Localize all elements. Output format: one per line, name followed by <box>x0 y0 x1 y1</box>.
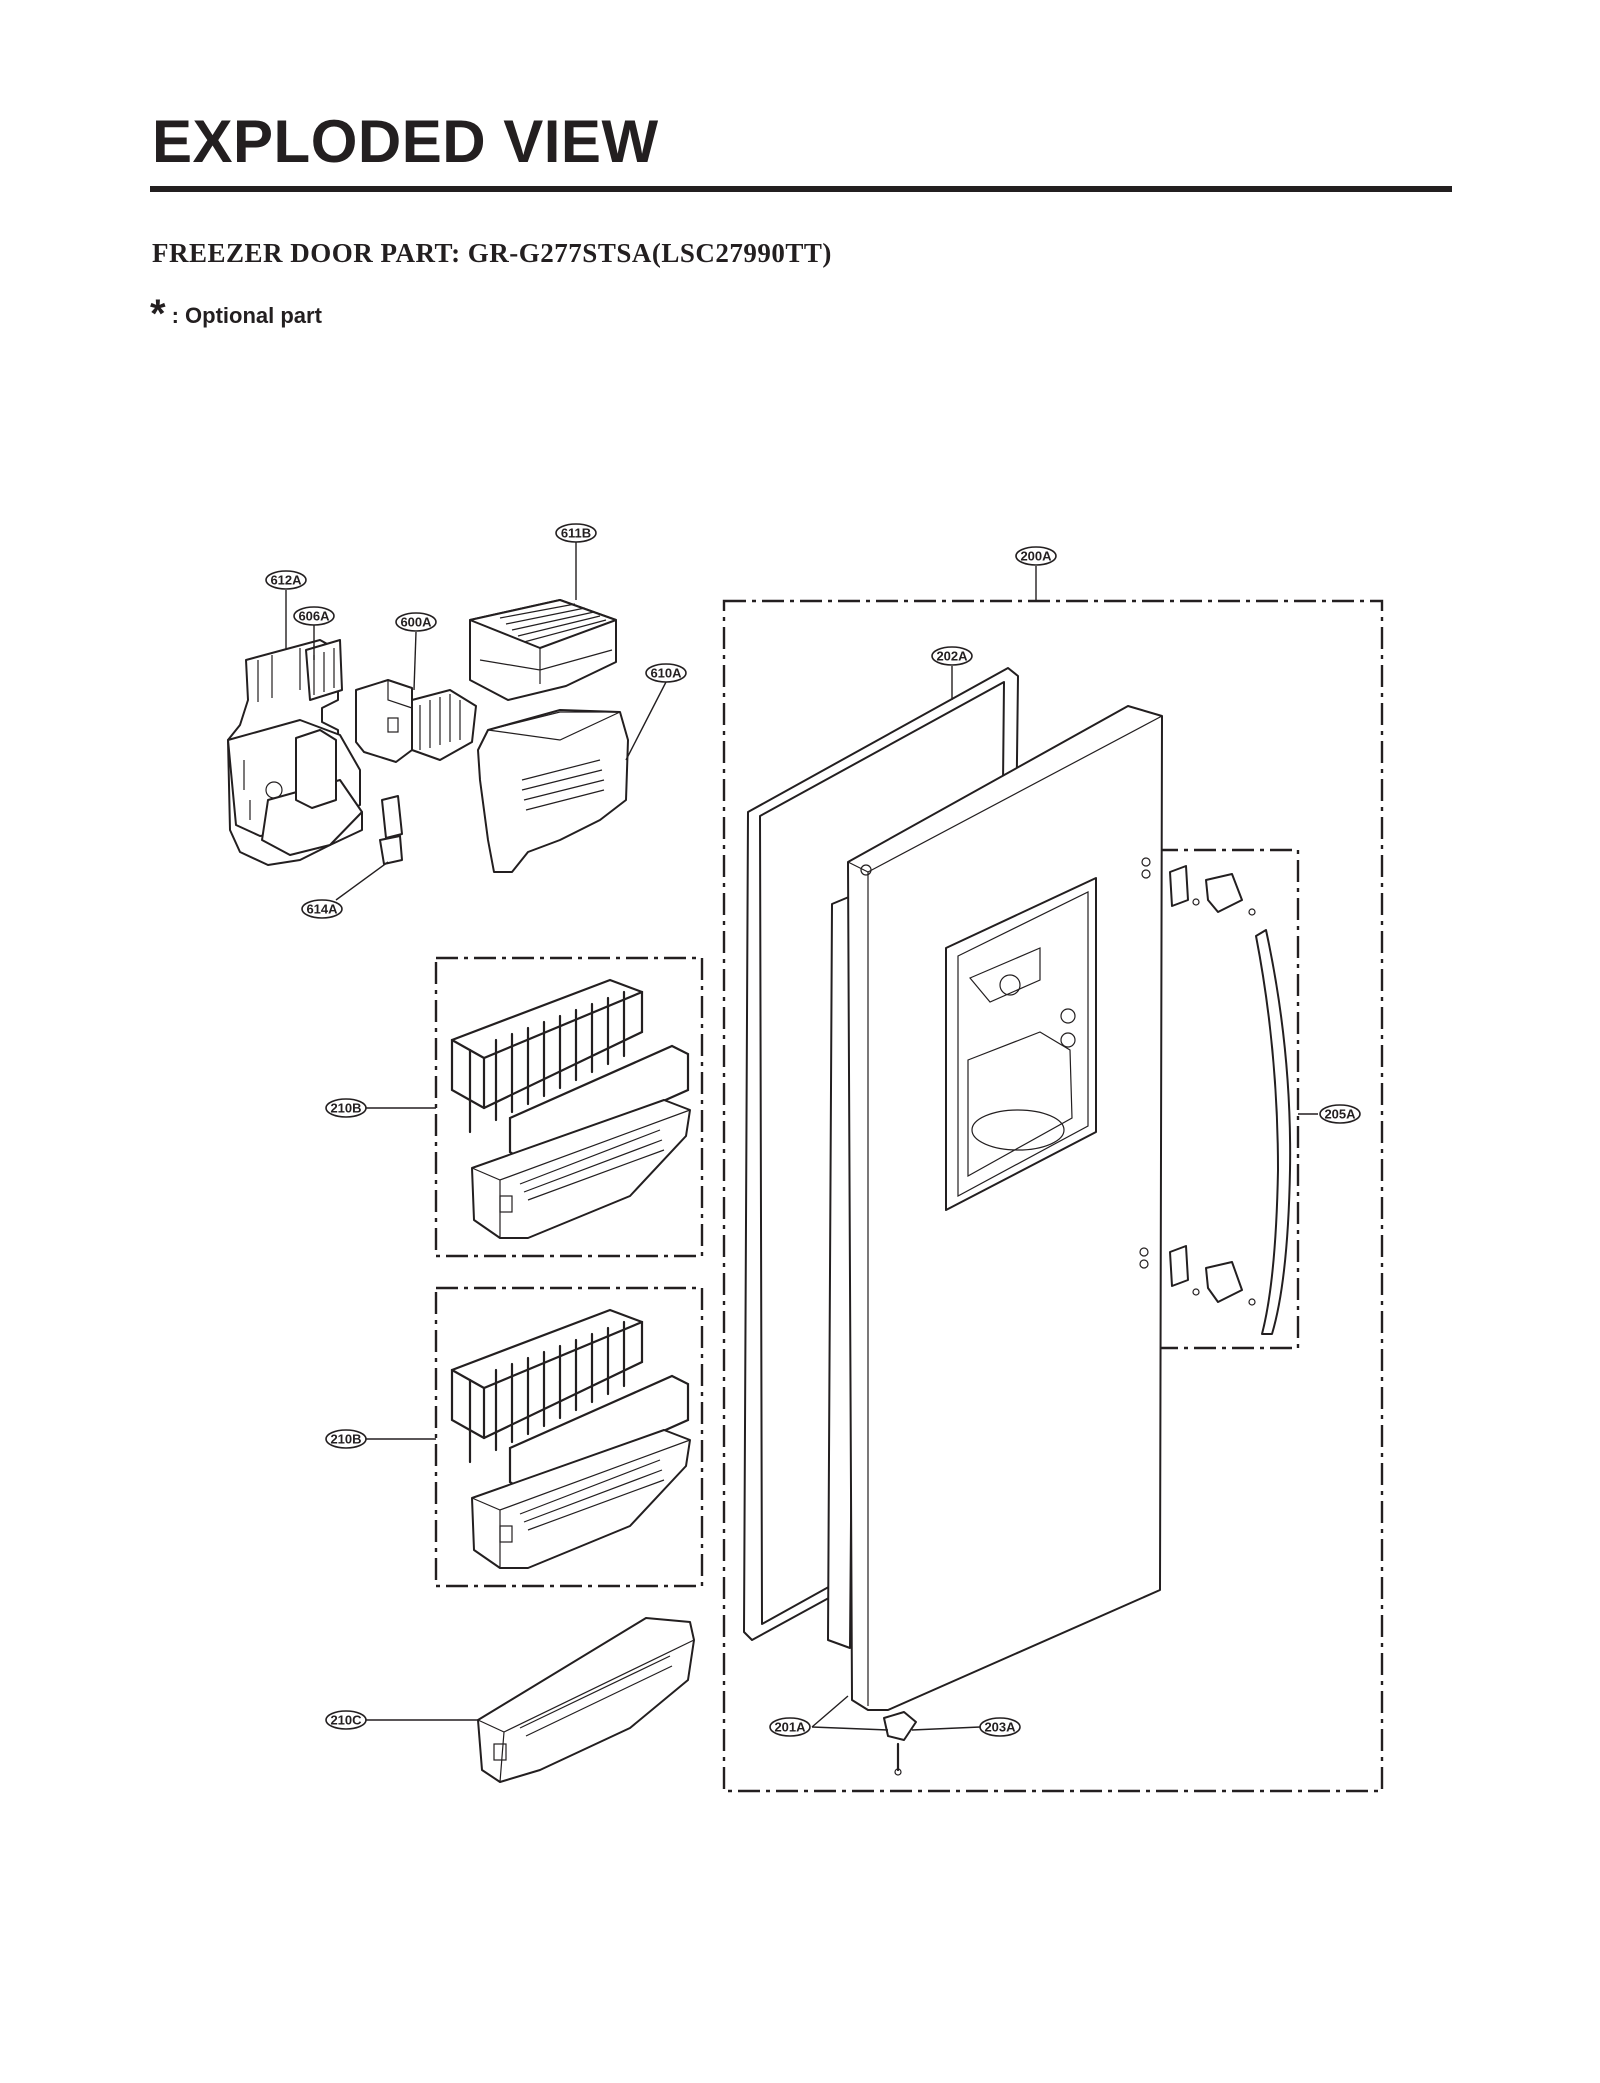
leader-203a <box>911 1726 981 1731</box>
callout-600a: 600A <box>395 612 437 632</box>
control-bracket-part <box>305 639 343 701</box>
ice-bin-housing-part <box>227 639 363 866</box>
leader-614a <box>335 861 389 901</box>
optional-part-note: : Optional part <box>171 303 322 328</box>
sensor-part <box>379 795 403 865</box>
wire-basket-upper <box>450 978 690 1164</box>
svg-text:600A: 600A <box>400 615 432 630</box>
svg-text:202A: 202A <box>936 649 968 664</box>
handle-mount-upper <box>1141 857 1256 916</box>
door-assembly-boundary <box>722 599 1384 1793</box>
svg-text:610A: 610A <box>650 666 682 681</box>
svg-text:612A: 612A <box>270 573 302 588</box>
icemaker-part <box>355 679 477 763</box>
callout-612a: 612A <box>265 570 307 590</box>
door-handle-part <box>1255 929 1292 1335</box>
optional-part-legend: * : Optional part <box>150 290 322 334</box>
page-title: EXPLODED VIEW <box>152 108 659 175</box>
callout-200a: 200A <box>1015 546 1057 566</box>
leader-610a <box>625 681 667 761</box>
optional-marker-symbol: * <box>150 292 166 336</box>
freezer-door-part <box>847 705 1163 1711</box>
callout-606a: 606A <box>293 606 335 626</box>
svg-text:203A: 203A <box>984 1720 1016 1735</box>
svg-text:210B: 210B <box>330 1101 361 1116</box>
callout-205a: 205A <box>1319 1104 1361 1124</box>
callout-614a: 614A <box>301 899 343 919</box>
door-hinge-part <box>883 1711 917 1776</box>
svg-text:200A: 200A <box>1020 549 1052 564</box>
ice-bin-part <box>477 709 629 873</box>
basket-bin-upper <box>471 1099 691 1239</box>
basket-bin-lower <box>471 1429 691 1569</box>
svg-text:201A: 201A <box>774 1720 806 1735</box>
svg-text:210C: 210C <box>330 1713 362 1728</box>
door-bin-part <box>477 1617 695 1783</box>
callout-210b-upper: 210B <box>325 1098 367 1118</box>
handle-mount-lower <box>1139 1245 1256 1306</box>
callout-610a: 610A <box>645 663 687 683</box>
callout-611b: 611B <box>555 523 597 543</box>
callout-203a: 203A <box>979 1717 1021 1737</box>
svg-text:606A: 606A <box>298 609 330 624</box>
callout-210b-lower: 210B <box>325 1429 367 1449</box>
callout-202a: 202A <box>931 646 973 666</box>
svg-text:210B: 210B <box>330 1432 361 1447</box>
page-subtitle: FREEZER DOOR PART: GR-G277STSA(LSC27990T… <box>152 238 832 268</box>
callout-201a: 201A <box>769 1717 811 1737</box>
basket-group-boundary-upper <box>434 956 704 1258</box>
basket-group-boundary-lower <box>434 1286 704 1588</box>
svg-text:614A: 614A <box>306 902 338 917</box>
leader-201a <box>811 1695 889 1731</box>
leader-600a <box>413 631 417 691</box>
callout-210c: 210C <box>325 1710 367 1730</box>
svg-text:205A: 205A <box>1324 1107 1356 1122</box>
title-rule <box>150 186 1452 192</box>
ice-bin-cover-part <box>469 599 617 701</box>
svg-text:611B: 611B <box>561 526 591 541</box>
wire-basket-lower <box>450 1308 690 1494</box>
